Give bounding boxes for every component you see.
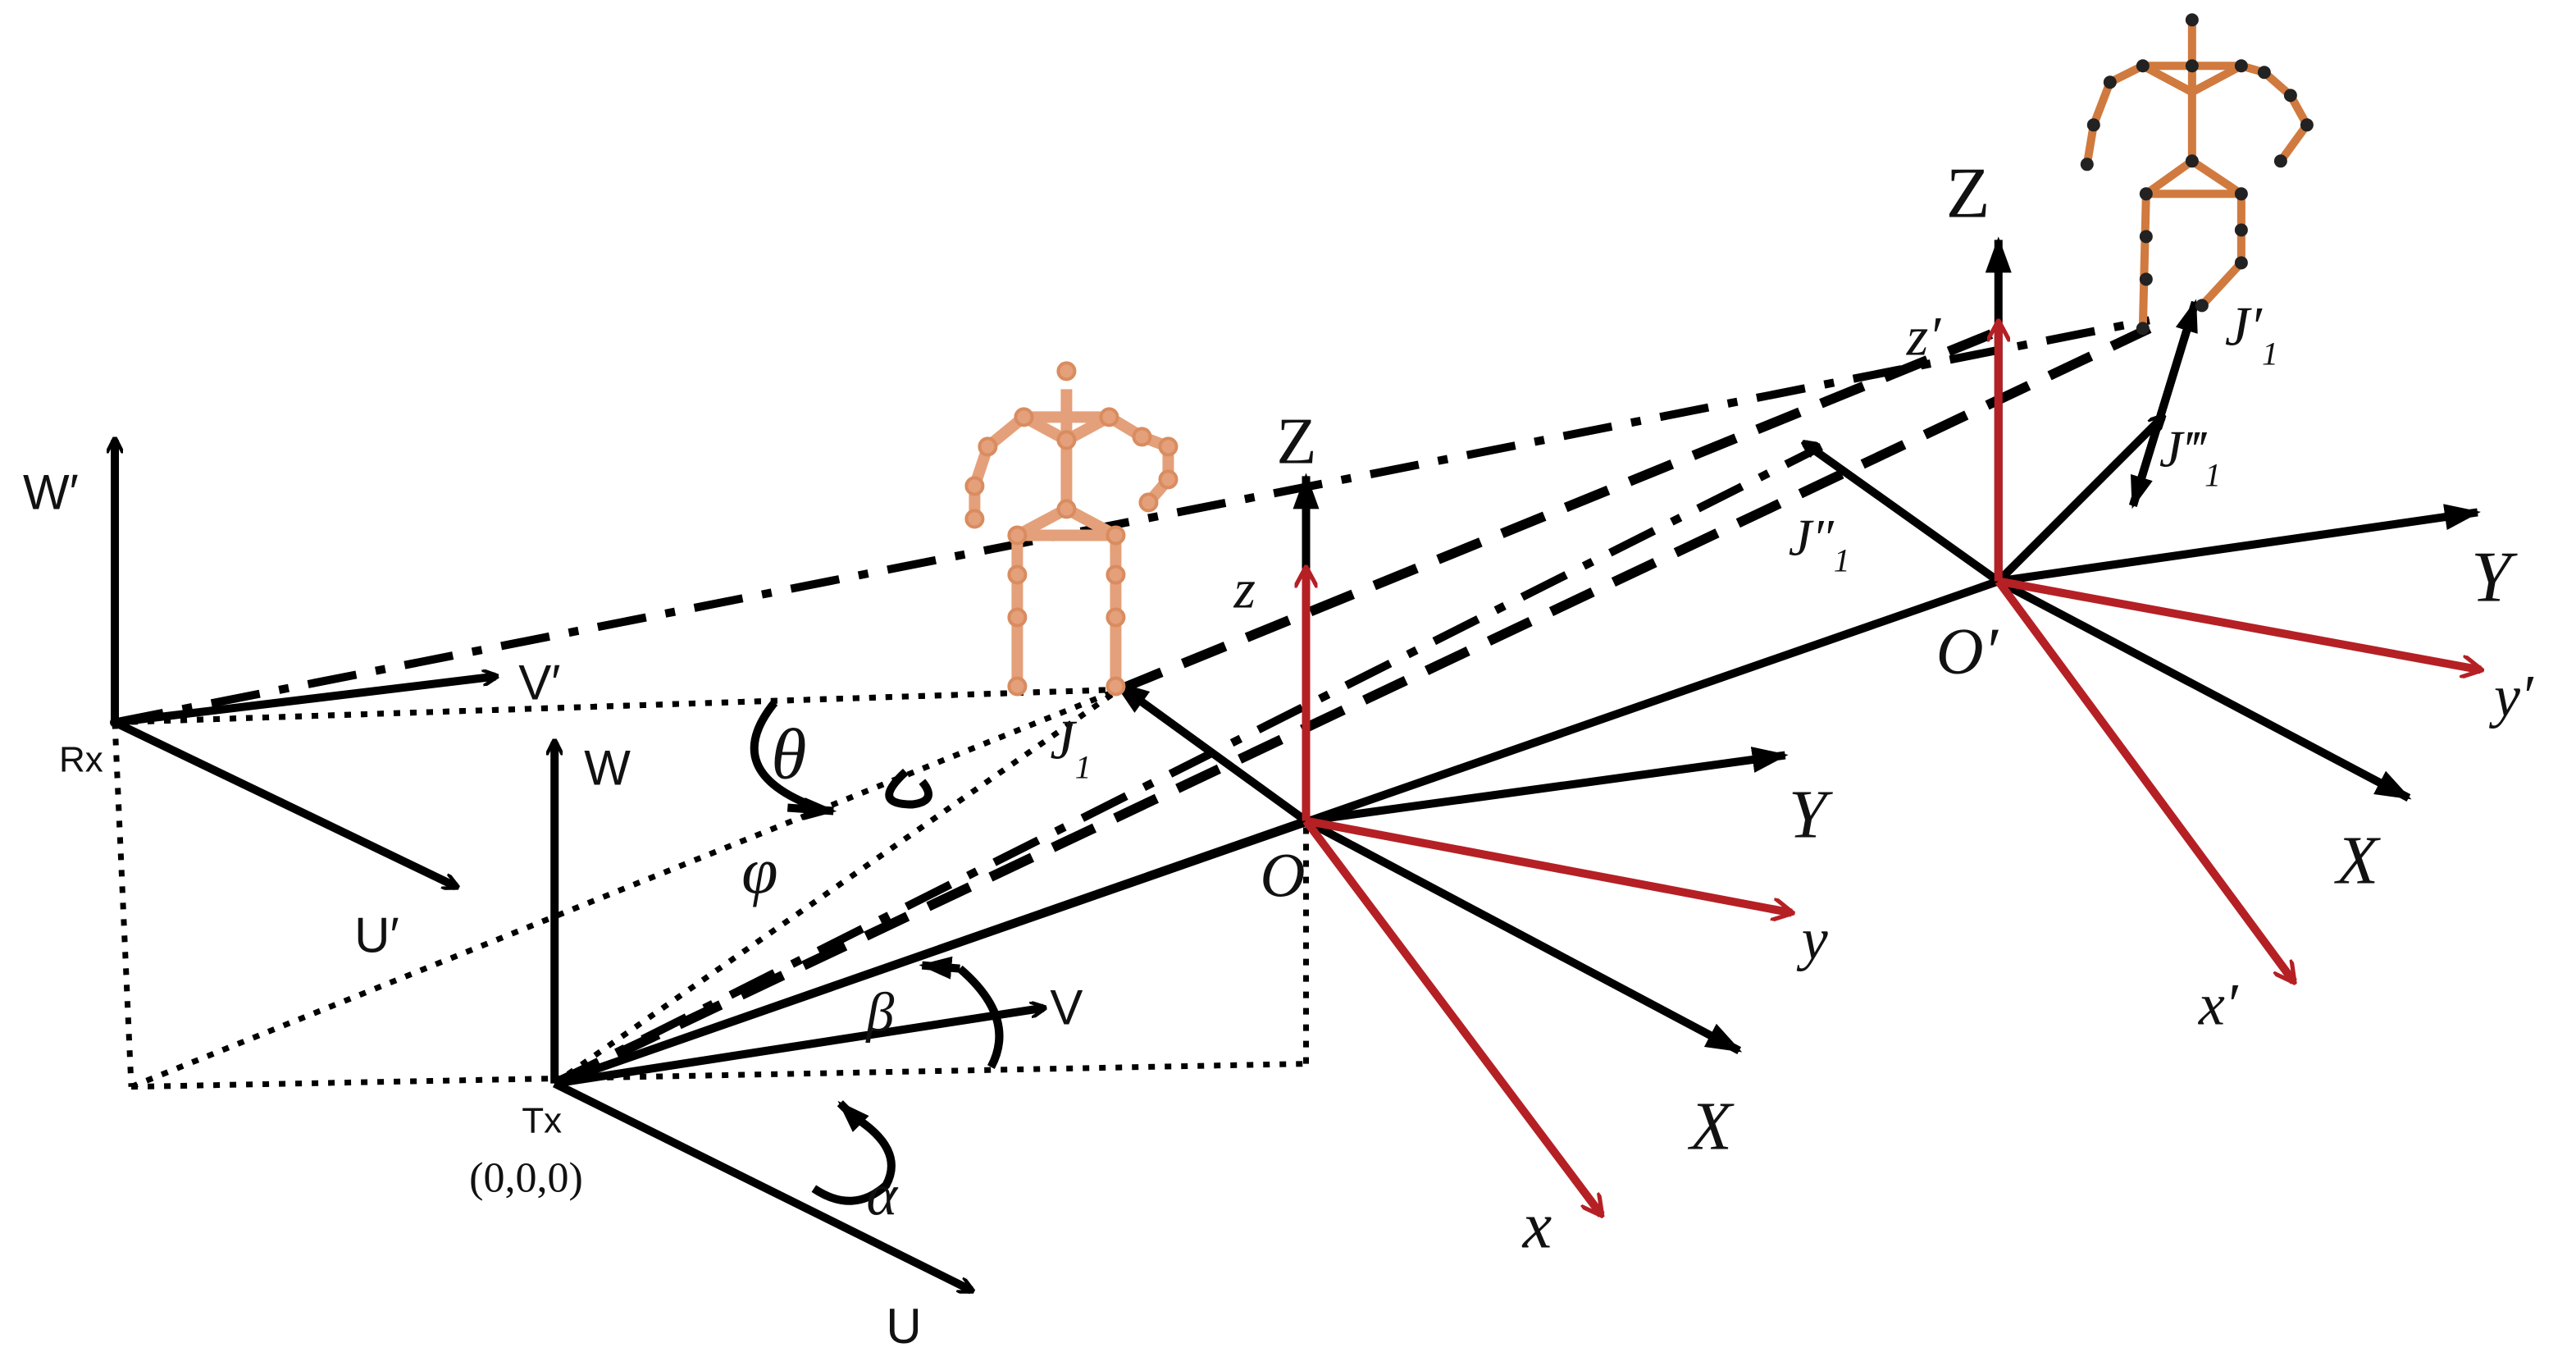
label-j1-prime: J′1: [2225, 295, 2278, 372]
label-Y-o: Y: [1789, 777, 1834, 853]
o-frame-black: [1113, 473, 1789, 1055]
dotted-guides: [112, 687, 1310, 1090]
label-y-op: y′: [2488, 664, 2534, 729]
label-j1-double: J″1: [1789, 508, 1850, 578]
label-origin-coords: (0,0,0): [469, 1155, 583, 1202]
label-O: O: [1260, 842, 1305, 911]
label-O-prime: O′: [1936, 615, 1999, 688]
label-v-prime: V′: [518, 656, 560, 710]
rx-frame: [110, 440, 495, 891]
label-Z-o: Z: [1276, 405, 1316, 477]
label-X-o: X: [1688, 1089, 1735, 1165]
label-x-op: x′: [2198, 972, 2239, 1038]
label-z-op: z′: [1906, 304, 1941, 367]
label-alpha: α: [866, 1163, 898, 1228]
label-tx: Tx: [522, 1101, 562, 1141]
label-j1: J1: [1050, 709, 1091, 786]
label-w-prime: W′: [23, 464, 79, 519]
tx-frame: [554, 577, 2000, 1295]
label-u-prime: U′: [354, 908, 399, 963]
label-rx: Rx: [59, 740, 103, 780]
label-z-o: z: [1233, 557, 1255, 619]
label-X-op: X: [2334, 823, 2382, 899]
skeleton-near: [964, 361, 1179, 697]
skeleton-far: [2080, 13, 2314, 336]
label-j1-triple: J‴1: [2159, 419, 2221, 493]
o-prime-frame-red: [1999, 322, 2481, 981]
o-frame-red: [1306, 568, 1792, 1214]
label-Z-op: Z: [1946, 153, 1990, 233]
label-x-o: x: [1522, 1190, 1552, 1263]
label-w: W: [584, 741, 631, 796]
labels: W′ V′ U′ Rx W V U Tx (0,0,0) θ φ β α J1 …: [23, 153, 2534, 1353]
label-theta: θ: [771, 715, 806, 795]
label-phi: φ: [741, 836, 777, 908]
label-beta: β: [864, 981, 894, 1044]
label-v: V: [1050, 980, 1083, 1035]
label-y-o: y: [1796, 907, 1828, 972]
angle-arcs: [750, 700, 1004, 1205]
label-u: U: [886, 1299, 921, 1354]
propagation-paths: [114, 316, 2152, 1089]
label-Y-op: Y: [2471, 537, 2518, 617]
